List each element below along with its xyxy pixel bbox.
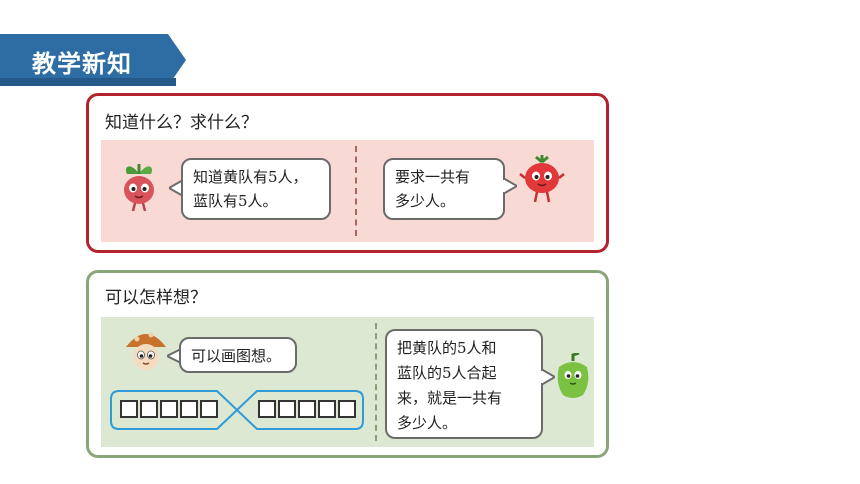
card-known-and-question: 知道什么？求什么？ 知道黄队有5人， 蓝队有5人。 要求一共有 多少人。 [86,93,609,253]
card2-divider [375,323,377,441]
question-line-1: 要求一共有 [395,168,471,186]
known-info-bubble: 知道黄队有5人， 蓝队有5人。 [181,158,331,220]
card1-question: 知道什么？求什么？ [105,113,258,133]
bubble-tail-icon [541,369,555,385]
known-info-line-2: 蓝队有5人。 [193,192,278,210]
banner-title: 教学新知 [32,50,132,78]
card2-question: 可以怎样想？ [105,288,207,308]
section-banner: 教学新知 [0,34,186,86]
radish-character-icon [124,164,154,212]
card1-panel: 知道黄队有5人， 蓝队有5人。 要求一共有 多少人。 [101,140,594,242]
question-bubble: 要求一共有 多少人。 [383,158,505,220]
banner-shape [0,34,186,86]
draw-picture-text: 可以画图想。 [191,347,282,365]
card-thinking-method: 可以怎样想？ 可以画图想。 [86,270,609,458]
card1-divider [355,146,357,236]
combine-line-4: 多少人。 [397,414,458,432]
draw-picture-bubble: 可以画图想。 [179,337,297,373]
tomato-character-icon [519,155,565,203]
known-info-line-1: 知道黄队有5人， [193,168,308,186]
pepper-character-icon [557,353,589,398]
combine-explanation-bubble: 把黄队的5人和 蓝队的5人合起 来，就是一共有 多少人。 [385,329,543,439]
five-plus-five-diagram [110,390,364,430]
card2-panel: 可以画图想。 把黄队的5人和 蓝队的5人合起 来，就是一共有 多少人。 [101,317,594,447]
bubble-tail-icon [503,178,517,194]
combine-line-2: 蓝队的5人合起 [397,364,497,382]
combine-line-3: 来，就是一共有 [397,389,503,407]
mushroom-character-icon [126,332,166,370]
combine-line-1: 把黄队的5人和 [397,339,497,357]
question-line-2: 多少人。 [395,192,456,210]
